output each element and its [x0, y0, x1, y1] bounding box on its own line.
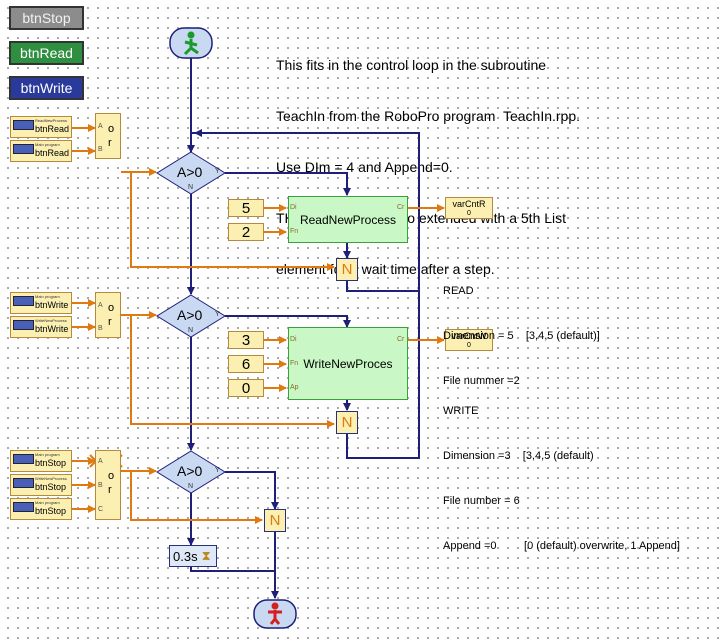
write-pin-di: Di [290, 336, 297, 343]
write-info-heading: WRITE [443, 405, 479, 417]
panel-caption: Main program [35, 500, 60, 505]
decision-3-no: N [188, 483, 194, 490]
const-write-append[interactable]: 0 [228, 379, 264, 397]
panel-caption: Main program [35, 142, 60, 147]
read-info: READ Dimension = 5 [3,4,5 (default)] Fil… [443, 254, 600, 404]
decision-1-no: N [188, 184, 194, 191]
write-info-file: File number = 6 [443, 495, 520, 507]
panel-input[interactable]: Main program btnWrite [10, 292, 72, 314]
merge-n-1[interactable]: N [336, 258, 358, 281]
panel-icon [13, 502, 34, 512]
panel-icon [13, 320, 34, 330]
panel-caption: Main program [35, 452, 60, 457]
read-pin-fn: Fn [290, 228, 299, 235]
read-info-heading: READ [443, 285, 474, 297]
decision-1-yes: Y [215, 168, 220, 175]
write-info: WRITE Dimension =3 [3,4,5 (default) File… [443, 374, 680, 569]
merge-n-2[interactable]: N [336, 411, 358, 434]
decision-3-yes: Y [215, 467, 220, 474]
decision-3-label: A>0 [177, 463, 203, 479]
var-value: 0 [467, 342, 471, 349]
panel-name: btnWrite [35, 300, 69, 310]
or-pin-b: B [98, 146, 103, 153]
btn-stop-button[interactable]: btnStop [9, 6, 84, 30]
decision-2-label: A>0 [177, 307, 203, 323]
const-read-file[interactable]: 2 [228, 223, 264, 241]
panel-name: btnStop [35, 482, 67, 492]
or-pin-a: A [98, 123, 103, 130]
read-pin-cr: Cr [397, 204, 405, 211]
panel-caption: WriteNewProcess [35, 476, 67, 481]
panel-caption: ReadNewProcess [35, 118, 68, 123]
const-write-file[interactable]: 6 [228, 355, 264, 373]
btn-write-button[interactable]: btnWrite [9, 76, 84, 100]
decision-2 [156, 294, 226, 338]
or-pin-a: A [98, 458, 103, 465]
var-name: varCntW [451, 331, 487, 341]
const-write-dim[interactable]: 3 [228, 331, 264, 349]
or-pin-a: A [98, 302, 103, 309]
write-info-dimension: Dimension =3 [3,4,5 (default) [443, 450, 594, 462]
write-info-append: Append =0 [0 (default) overwrite, 1 Appe… [443, 540, 680, 552]
write-process-block[interactable]: WriteNewProces [288, 327, 408, 400]
panel-input[interactable]: WriteNewProcess btnWrite [10, 316, 72, 338]
start-node [169, 27, 213, 59]
decision-1 [156, 151, 226, 195]
panel-caption: Main program [35, 294, 60, 299]
write-pin-fn: Fn [290, 360, 299, 367]
panel-caption: WriteNewProcess [35, 318, 67, 323]
panel-icon [13, 120, 34, 130]
panel-icon [13, 296, 34, 306]
panel-name: btnStop [35, 458, 67, 468]
panel-name: btnStop [35, 506, 67, 516]
end-node [253, 599, 297, 629]
merge-n-3[interactable]: N [264, 509, 286, 532]
or-label: o r [108, 302, 115, 328]
note-line-1: This fits in the control loop in the sub… [276, 57, 547, 73]
btn-read-button[interactable]: btnRead [9, 41, 84, 65]
panel-icon [13, 144, 34, 154]
wait-label: 0.3s [173, 548, 198, 564]
or-label: o r [108, 470, 115, 496]
panel-input[interactable]: ReadNewProcess btnRead [10, 116, 72, 138]
write-process-name: WriteNewProces [303, 356, 393, 371]
note-line-2: TeachIn from the RoboPro program TeachIn… [276, 108, 581, 124]
or-gate-2[interactable]: A B o r [95, 292, 121, 338]
read-process-name: ReadNewProcess [299, 212, 397, 227]
panel-name: btnRead [35, 124, 70, 134]
panel-input[interactable]: Main program btnStop [10, 498, 72, 520]
var-cnt-read[interactable]: varCntR 0 [445, 197, 493, 219]
var-name: varCntR [452, 199, 486, 209]
write-pin-ap: Ap [290, 384, 299, 391]
decision-3 [156, 450, 226, 494]
panel-input[interactable]: Main program btnStop [10, 450, 72, 472]
var-cnt-write[interactable]: varCntW 0 [445, 329, 493, 351]
hourglass-icon: ⧗ [201, 548, 211, 563]
var-value: 0 [467, 210, 471, 217]
read-info-file: File nummer =2 [443, 375, 520, 387]
decision-1-label: A>0 [177, 164, 203, 180]
read-pin-di: Di [290, 204, 297, 211]
write-pin-cr: Cr [397, 336, 405, 343]
panel-input[interactable]: Main program btnRead [10, 140, 72, 162]
or-pin-b: B [98, 325, 103, 332]
wait-block[interactable]: 0.3s ⧗ [169, 545, 217, 567]
or-pin-b: B [98, 482, 103, 489]
panel-name: btnRead [35, 148, 70, 158]
read-info-dimension: Dimension = 5 [3,4,5 (default)] [443, 330, 600, 342]
panel-name: btnWrite [35, 324, 69, 334]
or-pin-c: C [98, 506, 104, 513]
panel-icon [13, 478, 34, 488]
const-read-dim[interactable]: 5 [228, 199, 264, 217]
panel-input[interactable]: WriteNewProcess btnStop [10, 474, 72, 496]
panel-icon [13, 454, 34, 464]
or-gate-3[interactable]: A B C o r [95, 450, 121, 520]
decision-2-yes: Y [215, 311, 220, 318]
or-gate-1[interactable]: A B o r [95, 113, 121, 159]
or-label: o r [108, 123, 115, 149]
decision-2-no: N [188, 327, 194, 334]
read-process-block[interactable]: ReadNewProcess [288, 196, 408, 243]
